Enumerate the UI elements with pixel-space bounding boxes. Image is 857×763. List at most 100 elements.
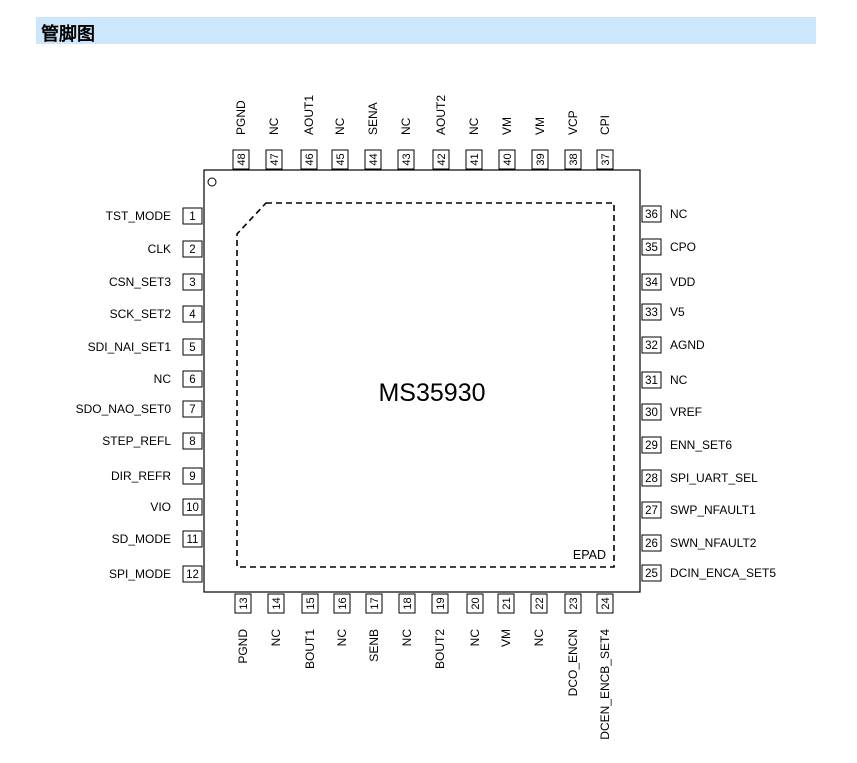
pin-box <box>333 593 351 614</box>
pin-number: 12 <box>186 569 199 581</box>
pin-28-spi-uart-sel: 28 SPI_UART_SEL <box>641 469 758 487</box>
pin-name: NC <box>267 117 281 135</box>
pin-number: 38 <box>568 153 580 165</box>
pin-name: VM <box>500 117 514 135</box>
pin-name: SENA <box>366 102 380 135</box>
pin-box <box>641 501 662 519</box>
pin-number: 4 <box>189 309 196 321</box>
pin-number: 9 <box>189 471 195 483</box>
pin-name: SENB <box>367 629 381 662</box>
pin-number: 23 <box>568 597 580 609</box>
pin-name: PGND <box>234 100 248 135</box>
pin-box <box>596 149 614 170</box>
pin-group: 1TST_MODE2CLK3CSN_SET34SCK_SET25SDI_NAI_… <box>76 95 777 740</box>
pin-number: 25 <box>645 568 658 580</box>
pin-box <box>497 593 515 614</box>
pin-number: 40 <box>502 153 514 165</box>
pin-number: 20 <box>470 597 482 609</box>
pin-name: CPI <box>598 115 612 135</box>
pin-name: VM <box>533 117 547 135</box>
pin-name: VM <box>499 629 513 647</box>
pin-name: NC <box>467 117 481 135</box>
pin-number: 28 <box>645 473 658 485</box>
pin-name: VDD <box>670 275 696 289</box>
pin-number: 27 <box>645 505 658 517</box>
pin-number: 14 <box>271 597 283 609</box>
pin-number: 46 <box>304 153 316 165</box>
pin-number: 44 <box>368 153 380 165</box>
pin-number: 13 <box>238 597 250 609</box>
pin-box <box>596 593 614 614</box>
pin-box <box>641 336 662 354</box>
pin-number: 11 <box>187 534 199 546</box>
section-title: 管脚图 <box>41 24 95 45</box>
pin-number: 6 <box>189 374 195 386</box>
pin-box <box>641 238 662 256</box>
pin-box <box>641 303 662 321</box>
pin-name: SDI_NAI_SET1 <box>88 340 172 354</box>
pin-number: 5 <box>189 342 195 354</box>
pin-box <box>398 593 416 614</box>
section-header: 管脚图 <box>36 17 816 45</box>
pin-box <box>431 593 449 614</box>
pin-number: 22 <box>534 597 546 609</box>
pin-number: 42 <box>436 153 448 165</box>
pin-name: SWN_NFAULT2 <box>670 536 757 550</box>
pin-box <box>182 273 203 291</box>
pin-6-nc: 6 NC <box>154 370 203 388</box>
pin-number: 2 <box>189 244 195 256</box>
pin-12-spi-mode: 12 SPI_MODE <box>109 565 203 583</box>
pin-name: AGND <box>670 338 705 352</box>
pin-box <box>234 593 252 614</box>
pin-47-nc: 47 NC <box>265 117 283 170</box>
pin-name: SDO_NAO_SET0 <box>76 402 172 416</box>
pin-number: 26 <box>645 538 658 550</box>
pin-name: DCO_ENCN <box>566 629 580 696</box>
pin-name: NC <box>400 629 414 647</box>
pin-box <box>364 149 382 170</box>
pin-name: BOUT2 <box>433 629 447 669</box>
pin-number: 36 <box>645 209 658 221</box>
pin-box <box>641 371 662 389</box>
part-number-label: MS35930 <box>378 379 485 407</box>
pin-name: STEP_REFL <box>102 434 171 448</box>
pin-box <box>564 149 582 170</box>
pin-name: NC <box>335 629 349 647</box>
pin-name: BOUT1 <box>303 629 317 669</box>
pin-number: 7 <box>189 404 195 416</box>
pin-box <box>182 338 203 356</box>
pin-number: 39 <box>535 153 547 165</box>
pin-number: 32 <box>645 340 658 352</box>
pin-name: CSN_SET3 <box>109 275 171 289</box>
pin-number: 8 <box>189 436 195 448</box>
pin-number: 47 <box>269 153 281 165</box>
pin-box <box>265 149 283 170</box>
pin1-marker-dot <box>207 177 217 187</box>
pin-name: NC <box>154 372 172 386</box>
pin-number: 33 <box>645 307 658 319</box>
pin-name: SPI_UART_SEL <box>670 471 758 485</box>
pin-box <box>182 432 203 450</box>
pin-box <box>301 593 319 614</box>
pin-name: NC <box>333 117 347 135</box>
pin-name: SPI_MODE <box>109 567 171 581</box>
